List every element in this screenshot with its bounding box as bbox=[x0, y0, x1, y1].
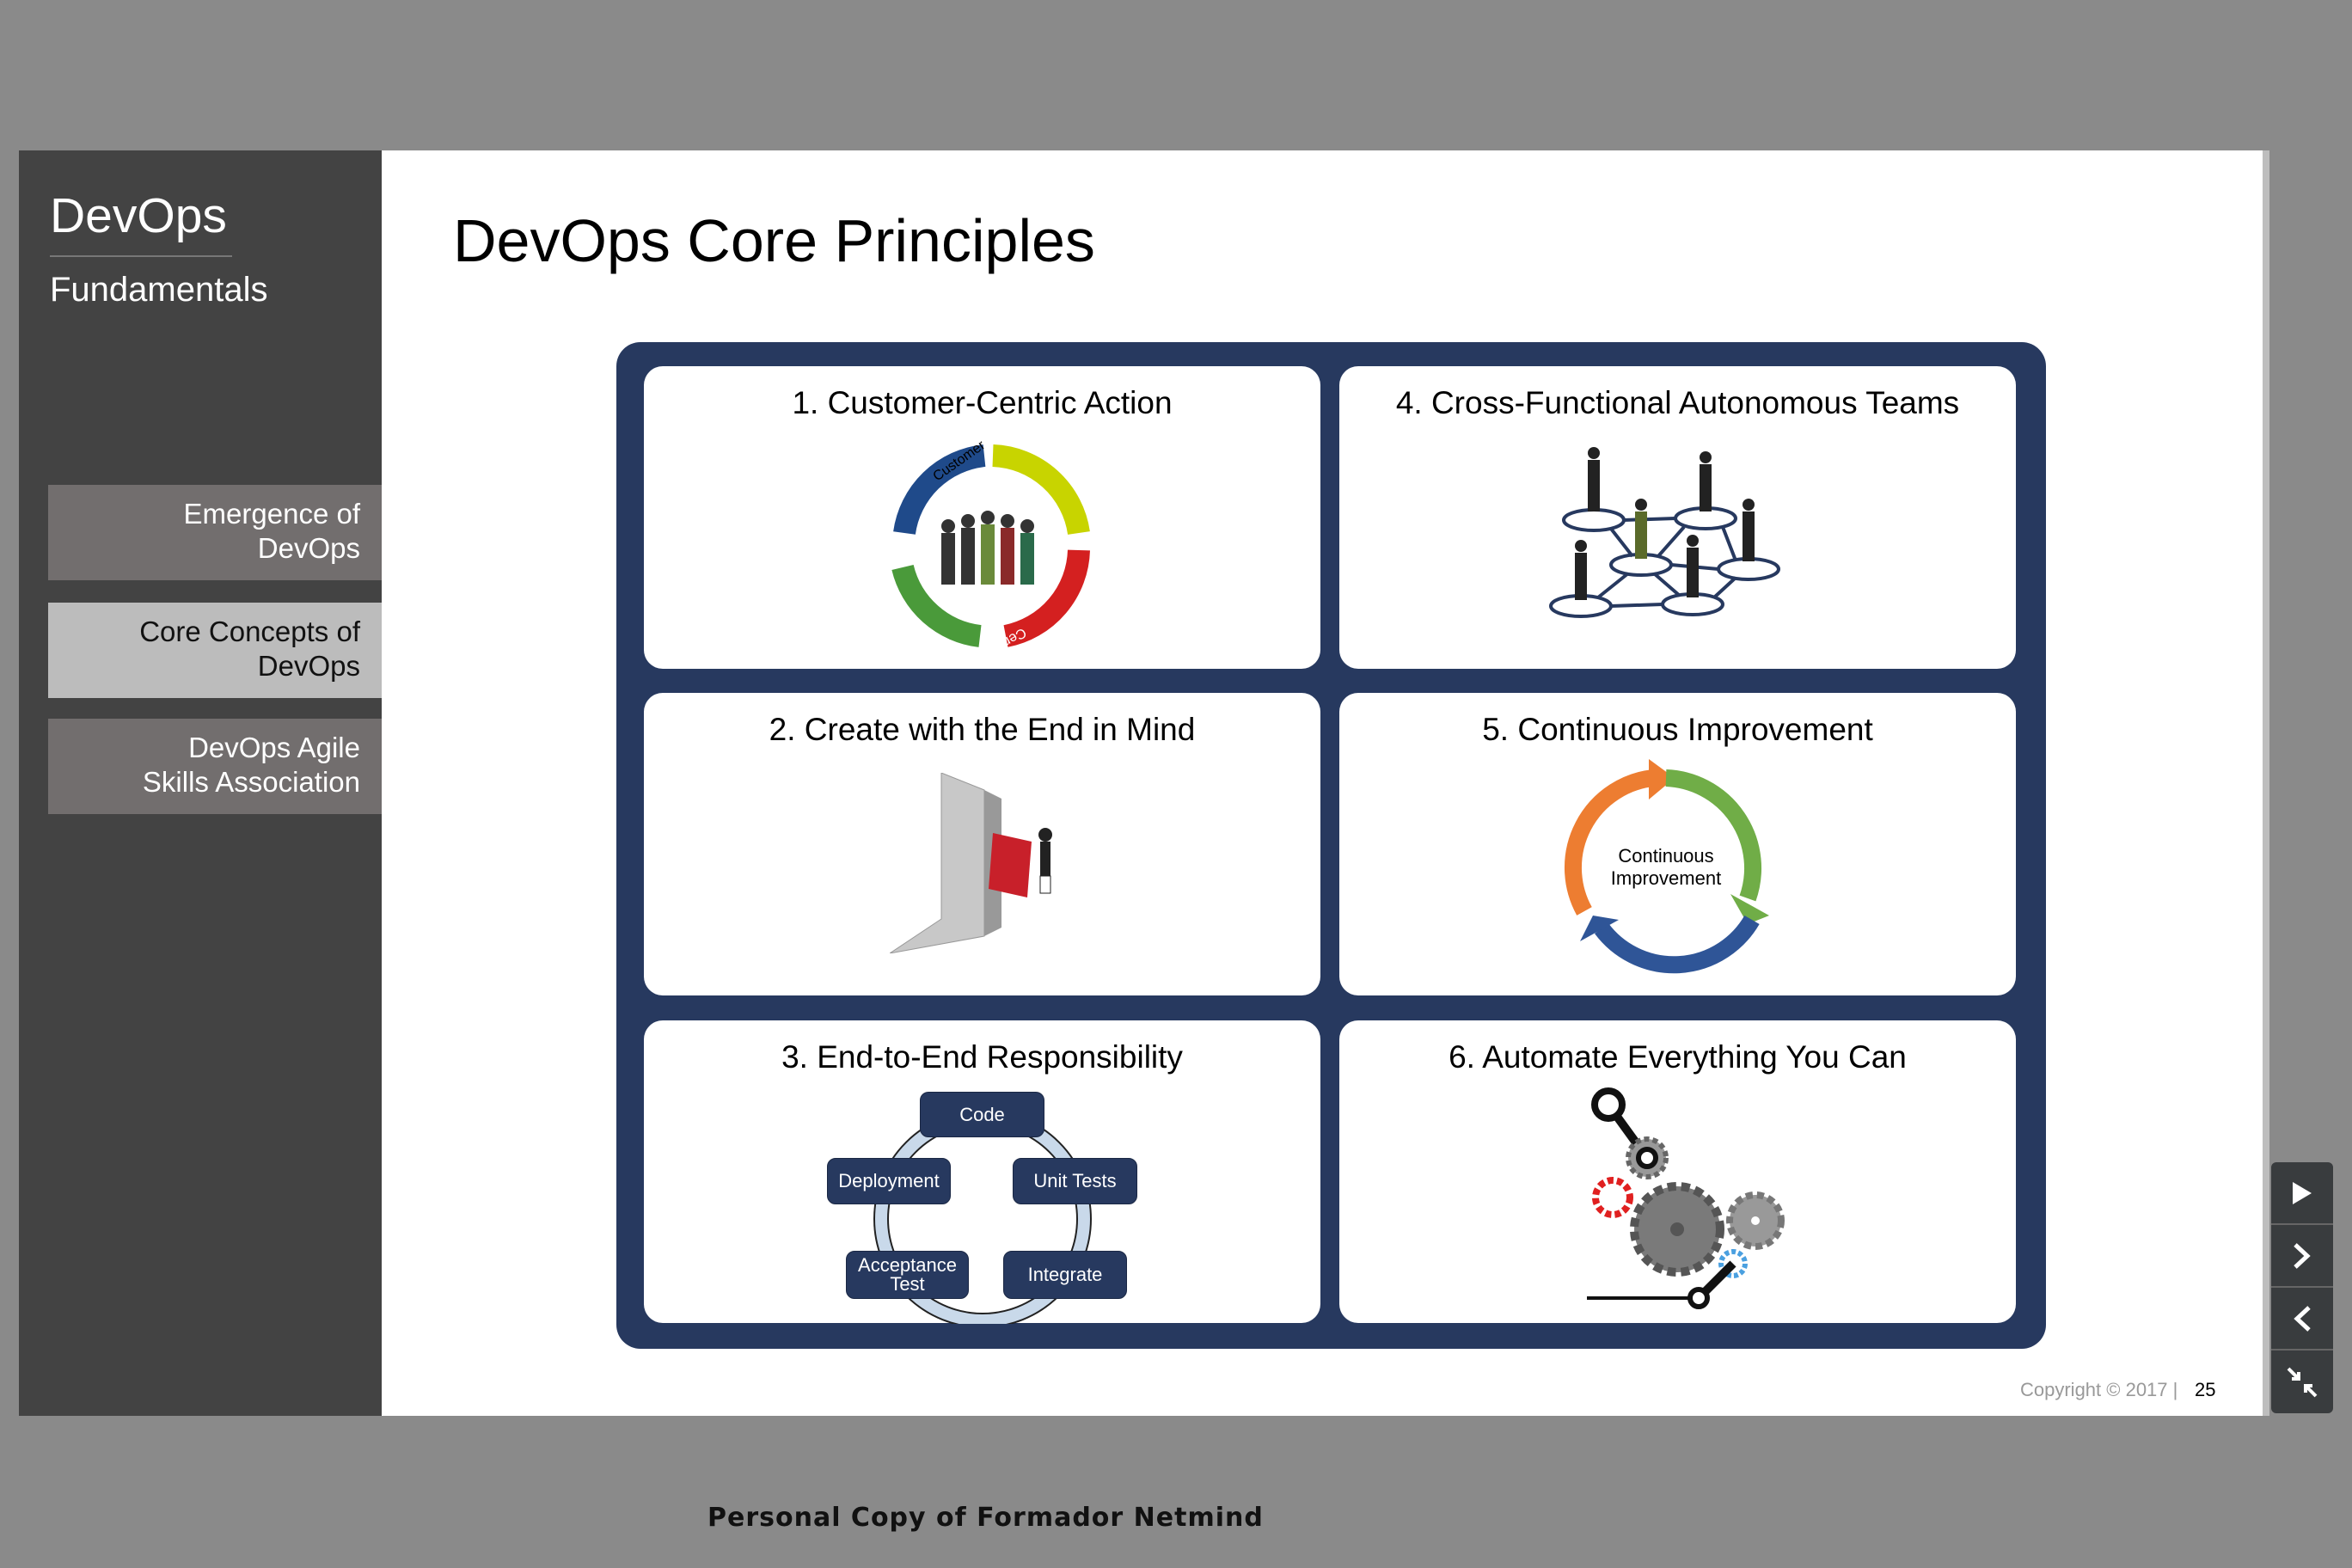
step-integrate: Integrate bbox=[1003, 1251, 1127, 1299]
step-code: Code bbox=[920, 1092, 1044, 1137]
team-network-illustration bbox=[1549, 447, 1780, 618]
page-number: 25 bbox=[2195, 1379, 2216, 1400]
cycle-center-label: Continuous bbox=[1618, 845, 1713, 867]
collapse-icon bbox=[2287, 1367, 2318, 1397]
step-unit-tests: Unit Tests bbox=[1013, 1158, 1137, 1204]
card-title: 1. Customer-Centric Action bbox=[792, 385, 1173, 420]
step-deployment: Deployment bbox=[827, 1158, 951, 1204]
chevron-left-icon bbox=[2294, 1305, 2311, 1332]
page-title: DevOps Core Principles bbox=[453, 207, 1095, 274]
principle-card-1: 1. Customer-Centric Action bbox=[644, 366, 1320, 669]
next-slide-button[interactable] bbox=[2271, 1225, 2333, 1288]
gears-automation-illustration bbox=[1587, 1087, 1785, 1309]
course-subtitle: Fundamentals bbox=[50, 271, 268, 309]
course-title: DevOps bbox=[50, 188, 227, 243]
person-icon bbox=[1575, 447, 1755, 600]
exit-fullscreen-button[interactable] bbox=[2271, 1351, 2333, 1413]
principle-card-3: 3. End-to-End Responsibility bbox=[644, 1020, 1320, 1323]
previous-slide-button[interactable] bbox=[2271, 1288, 2333, 1351]
card-title: 4. Cross-Functional Autonomous Teams bbox=[1395, 385, 1960, 420]
people-icon bbox=[941, 511, 1034, 585]
card-title: 3. End-to-End Responsibility bbox=[781, 1039, 1183, 1075]
puzzle-illustration bbox=[890, 773, 1052, 953]
player-controls bbox=[2271, 1162, 2333, 1413]
nav-label: Core Concepts of bbox=[139, 616, 360, 647]
customer-cycle-illustration: Customer Centric bbox=[891, 438, 1090, 659]
cycle-center-label: Improvement bbox=[1611, 867, 1721, 889]
principle-card-4: 4. Cross-Functional Autonomous Teams bbox=[1339, 366, 2016, 669]
chevron-right-icon bbox=[2294, 1242, 2311, 1269]
nav-label: DevOps bbox=[257, 650, 360, 682]
nav-label: DevOps Agile bbox=[188, 732, 360, 763]
principle-card-5: 5. Continuous Improvement bbox=[1339, 693, 2016, 995]
play-icon bbox=[2293, 1181, 2312, 1204]
slide-edge bbox=[2263, 150, 2269, 1416]
nav-label: DevOps bbox=[257, 532, 360, 564]
watermark-footer: Personal Copy of Formador Netmind bbox=[707, 1503, 1264, 1533]
divider bbox=[50, 255, 232, 257]
continuous-improvement-cycle: Continuous Improvement bbox=[1565, 759, 1769, 974]
step-acceptance-test: Acceptance Test bbox=[846, 1251, 969, 1299]
play-button[interactable] bbox=[2271, 1162, 2333, 1225]
nav-label: Skills Association bbox=[142, 766, 360, 798]
card-title: 2. Create with the End in Mind bbox=[769, 712, 1196, 747]
nav-label: Emergence of bbox=[183, 498, 360, 530]
principle-card-6: 6. Automate Everything You Can bbox=[1339, 1020, 2016, 1323]
card-title: 6. Automate Everything You Can bbox=[1449, 1039, 1907, 1075]
copyright-text: Copyright © 2017 | bbox=[2020, 1379, 2178, 1400]
card-title: 5. Continuous Improvement bbox=[1482, 712, 1873, 747]
